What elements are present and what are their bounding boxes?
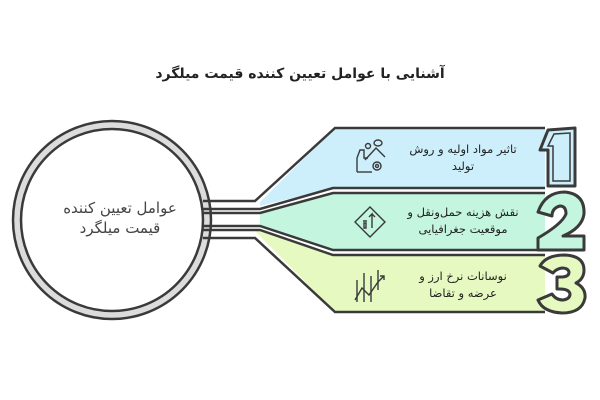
item-3-line2: عرضه و تقاضا: [429, 286, 497, 300]
item-3-label: نوسانات نرخ ارز و عرضه و تقاضا: [388, 268, 538, 302]
number-3-glyph: [536, 253, 587, 315]
band-1: [203, 126, 545, 211]
band-2: [203, 191, 545, 252]
market-trend-icon: [354, 270, 385, 302]
item-1-line1: تاثیر مواد اولیه و روش: [409, 142, 517, 156]
number-1-glyph: [538, 126, 577, 188]
band-3: [203, 228, 545, 314]
road-sign-icon: [354, 206, 386, 238]
item-1-line2: تولید: [451, 159, 475, 173]
factory-gear-icon: [356, 139, 386, 173]
hub-label: عوامل تعیین کننده قیمت میلگرد: [40, 198, 200, 238]
item-2-line1: نقش هزینه حمل‌ونقل و: [407, 205, 519, 219]
item-2-line2: موقعیت جغرافیایی: [418, 222, 508, 236]
item-2-label: نقش هزینه حمل‌ونقل و موقعیت جغرافیایی: [388, 204, 538, 238]
hub-label-line1: عوامل تعیین کننده: [63, 199, 177, 217]
diagram-title: آشنایی با عوامل تعیین کننده قیمت میلگرد: [155, 66, 445, 82]
item-3-line1: نوسانات نرخ ارز و: [419, 269, 507, 283]
item-1-label: تاثیر مواد اولیه و روش تولید: [388, 141, 538, 175]
hub-circle: [11, 119, 213, 321]
number-2-glyph: [536, 190, 586, 252]
hub-label-line2: قیمت میلگرد: [79, 219, 161, 237]
